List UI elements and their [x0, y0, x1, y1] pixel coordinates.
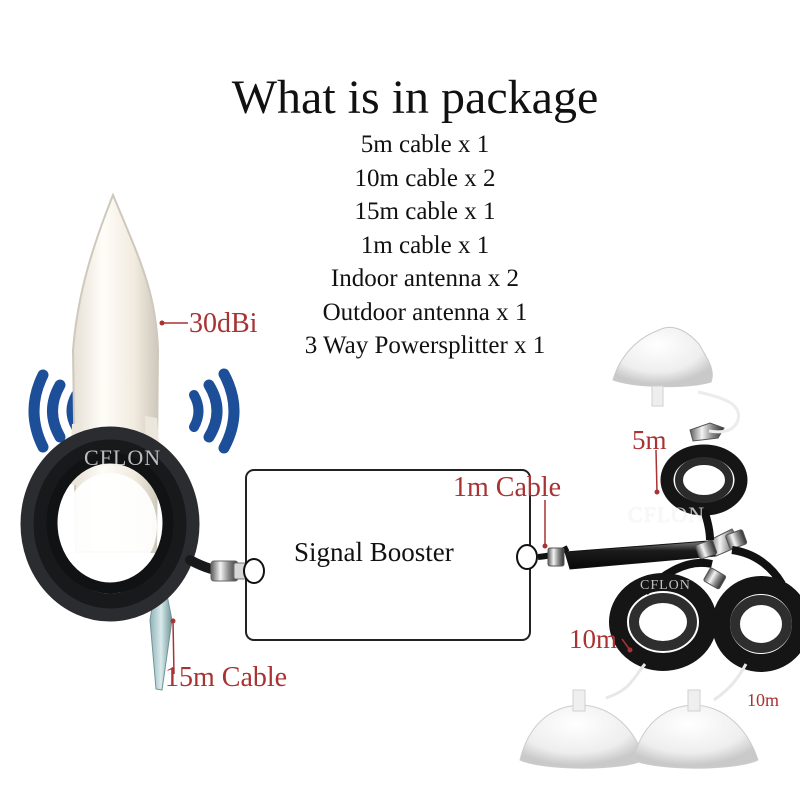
- cable-1m-label: 1m Cable: [453, 472, 562, 503]
- antenna-gain-label: 30dBi: [189, 308, 258, 339]
- package-item-5m-cable: 5m cable x 1: [360, 131, 490, 158]
- package-item-10m-cable: 10m cable x 2: [354, 164, 496, 192]
- brand-watermark: CFLON: [640, 578, 691, 593]
- ceiling-antenna-image: [519, 326, 759, 769]
- package-item-15m-cable: 15m cable x 1: [354, 198, 496, 225]
- package-contents-list: 5m cable x 1 10m cable x 2 15m cable x 1…: [260, 128, 590, 363]
- package-item-power-splitter: 3 Way Powersplitter x 1: [304, 332, 546, 359]
- package-item-outdoor-antenna: Outdoor antenna x 1: [322, 298, 528, 326]
- brand-watermark: CFLON: [84, 445, 162, 470]
- callout-markers: [159, 320, 660, 675]
- cable-5m-label: 5m: [632, 425, 667, 455]
- package-title: What is in package: [231, 71, 599, 124]
- signal-booster-label: Signal Booster: [294, 537, 454, 567]
- brand-watermark: CFLON: [628, 502, 706, 527]
- package-item-1m-cable: 1m cable x 1: [360, 231, 490, 259]
- cable-10m-left-label: 10m: [569, 624, 618, 654]
- signal-booster-box: [243, 469, 538, 641]
- cable-15m-label: 15m Cable: [165, 662, 288, 693]
- cable-10m-right-label: 10m: [747, 690, 780, 710]
- package-item-indoor-antenna: Indoor antenna x 2: [330, 265, 520, 292]
- coiled-15m-cable-image: [20, 426, 247, 622]
- splitter-and-cables-image: [537, 390, 800, 702]
